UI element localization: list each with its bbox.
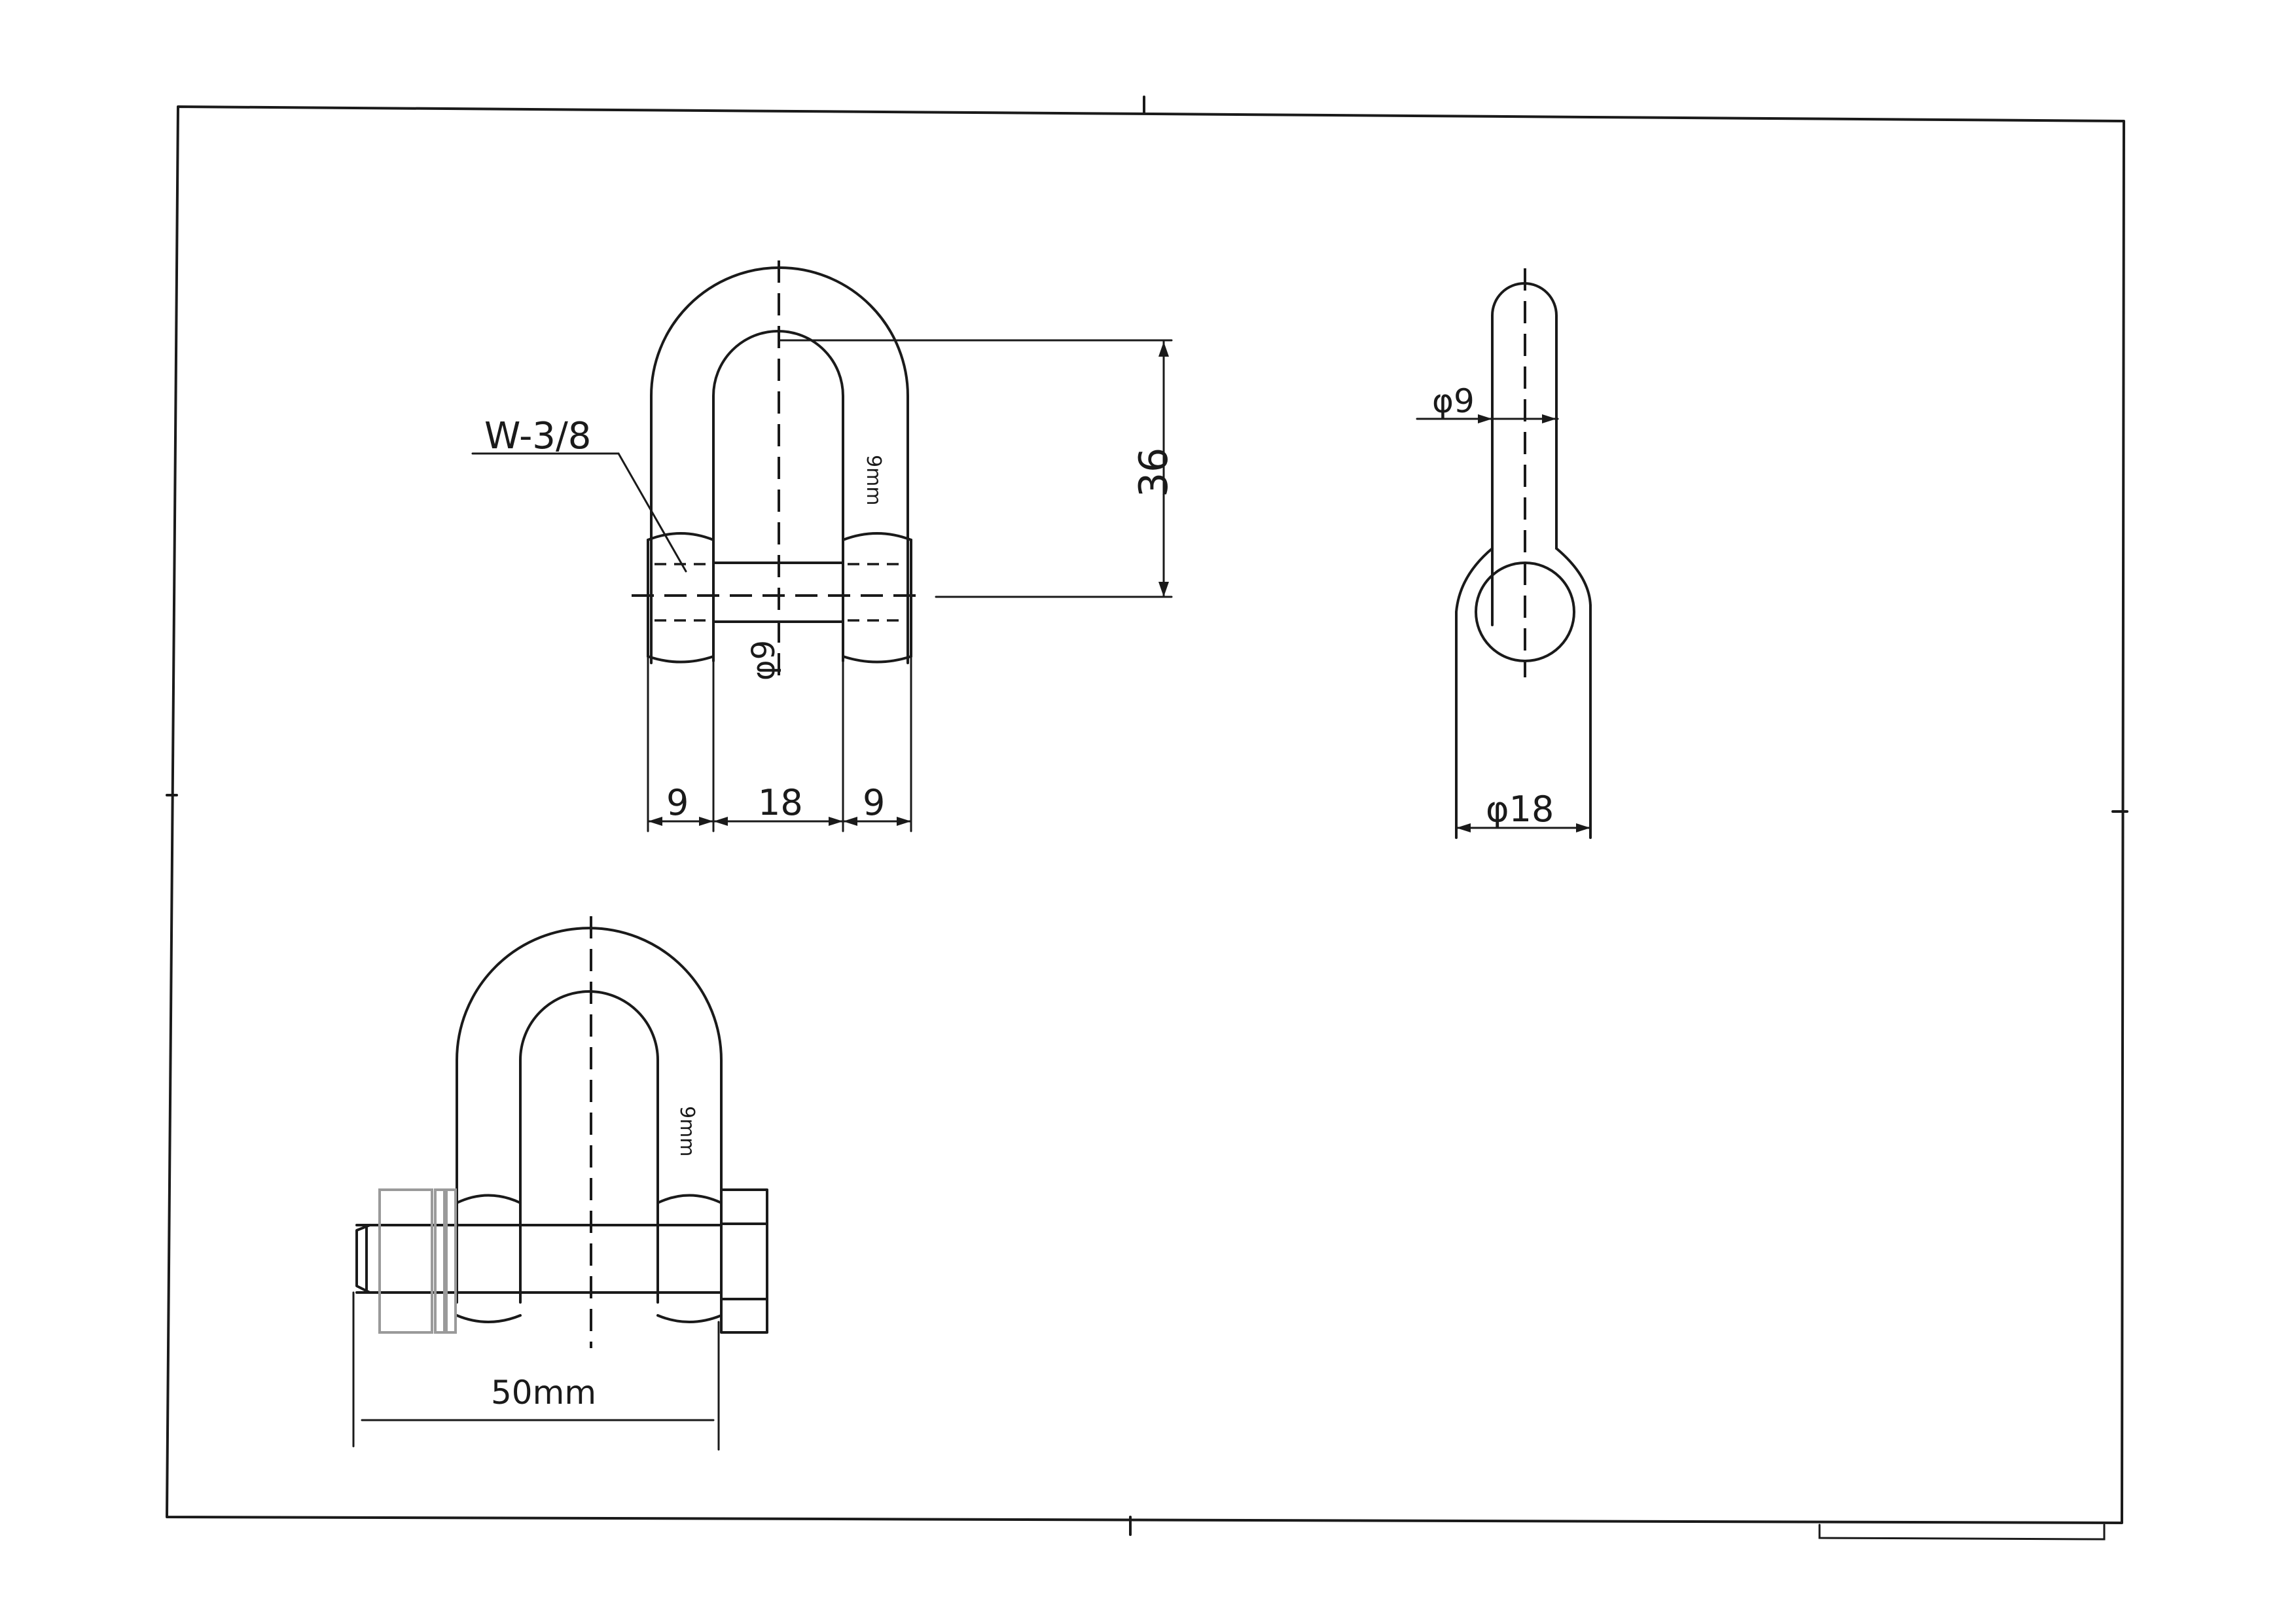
length-dim-label: 50mm: [491, 1374, 596, 1412]
front-view-shackle: [632, 260, 1173, 681]
drawing-frame: [166, 96, 2128, 1541]
height-dimension: 36: [778, 339, 1177, 598]
height-dim-label: 36: [1131, 448, 1177, 497]
assembly-view-shackle: 9mm 50mm: [352, 916, 768, 1451]
width-left-label: 9: [666, 782, 689, 823]
thread-callout: W-3/8: [471, 415, 687, 573]
side-view-shackle: φ9 φ18: [1416, 268, 1592, 839]
assembly-marking: 9mm: [675, 1106, 698, 1157]
thread-label: W-3/8: [484, 415, 591, 457]
side-thickness-label: φ9: [1432, 382, 1475, 420]
width-dimensions: 9 18 9: [647, 655, 912, 832]
width-right-label: 9: [863, 782, 885, 823]
side-eye-dia-label: φ18: [1486, 789, 1554, 830]
pin-dia-label: φ9: [745, 640, 782, 681]
width-inner-label: 18: [758, 782, 803, 823]
front-marking: 9mm: [862, 455, 885, 506]
